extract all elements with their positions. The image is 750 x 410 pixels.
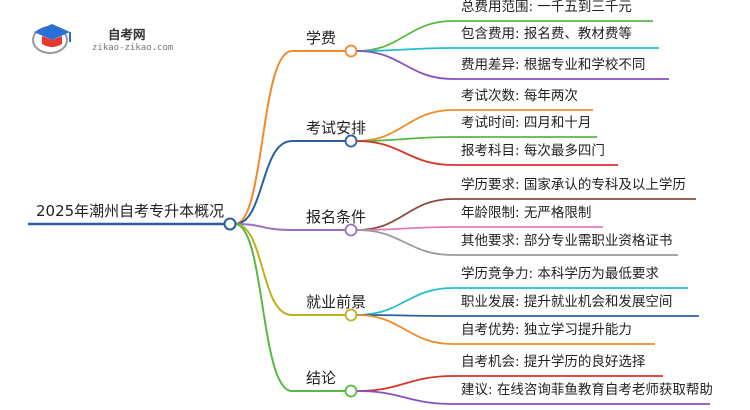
graduation-cap-icon [32, 24, 71, 54]
leaf-label-0-2: 费用差异: 根据专业和学校不同 [461, 57, 646, 73]
leaf-label-0-0: 总费用范围: 一千五到三千元 [461, 0, 632, 15]
branch-label-4: 结论 [306, 369, 337, 387]
leaf-connector-0-2 [356, 50, 454, 80]
leaf-label-2-1: 年龄限制: 无严格限制 [461, 205, 592, 221]
branch-node-3 [344, 308, 358, 322]
connector-4 [234, 223, 293, 392]
leaf-label-3-0: 学历竞争力: 本科学历为最低要求 [461, 266, 659, 282]
branch-label-1: 考试安排 [306, 119, 367, 137]
leaf-connector-1-2 [356, 140, 454, 166]
leaf-label-2-0: 学历要求: 国家承认的专科及以上学历 [461, 177, 686, 193]
leaf-label-1-2: 报考科目: 每次最多四门 [461, 143, 605, 159]
connector-3 [234, 223, 293, 316]
leaf-label-4-0: 自考机会: 提升学历的良好选择 [461, 354, 646, 370]
leaf-label-1-0: 考试次数: 每年两次 [461, 88, 578, 104]
leaf-connector-3-2 [356, 314, 454, 345]
connector-0 [234, 50, 293, 225]
leaf-label-2-2: 其他要求: 部分专业需职业资格证书 [461, 233, 673, 249]
logo-url: zikao-zikao.com [92, 43, 174, 53]
leaf-label-4-1: 建议: 在线咨询菲鱼教育自考老师获取帮助 [461, 382, 713, 398]
leaf-connector-1-0 [356, 109, 454, 142]
branch-node-1 [344, 134, 358, 148]
leaf-connector-0-0 [356, 20, 454, 52]
leaf-connector-4-0 [356, 375, 454, 392]
site-logo: 自考网 zikao-zikao.com [30, 18, 200, 58]
leaf-connector-3-0 [356, 287, 454, 316]
branch-label-3: 就业前景 [306, 293, 367, 311]
branch-node-0 [344, 44, 358, 58]
leaf-label-3-1: 职业发展: 提升就业机会和发展空间 [461, 294, 673, 310]
branch-node-2 [344, 223, 358, 237]
branch-label-2: 报名条件 [306, 208, 367, 226]
leaf-connector-4-1 [356, 390, 454, 405]
branch-label-0: 学费 [306, 29, 337, 47]
connector-2 [234, 223, 293, 231]
leaf-label-1-1: 考试时间: 四月和十月 [461, 115, 592, 131]
root-node [223, 217, 237, 231]
leaf-label-0-1: 包含费用: 报名费、教材费等 [461, 26, 632, 42]
branch-node-4 [344, 384, 358, 398]
root-label: 2025年潮州自考专升本概况 [36, 202, 225, 220]
leaf-connector-2-0 [356, 198, 454, 231]
logo-title: 自考网 [108, 27, 146, 42]
leaf-label-3-2: 自考优势: 独立学习提升能力 [461, 322, 632, 338]
connector-1 [234, 140, 293, 225]
leaf-connector-2-2 [356, 229, 454, 256]
